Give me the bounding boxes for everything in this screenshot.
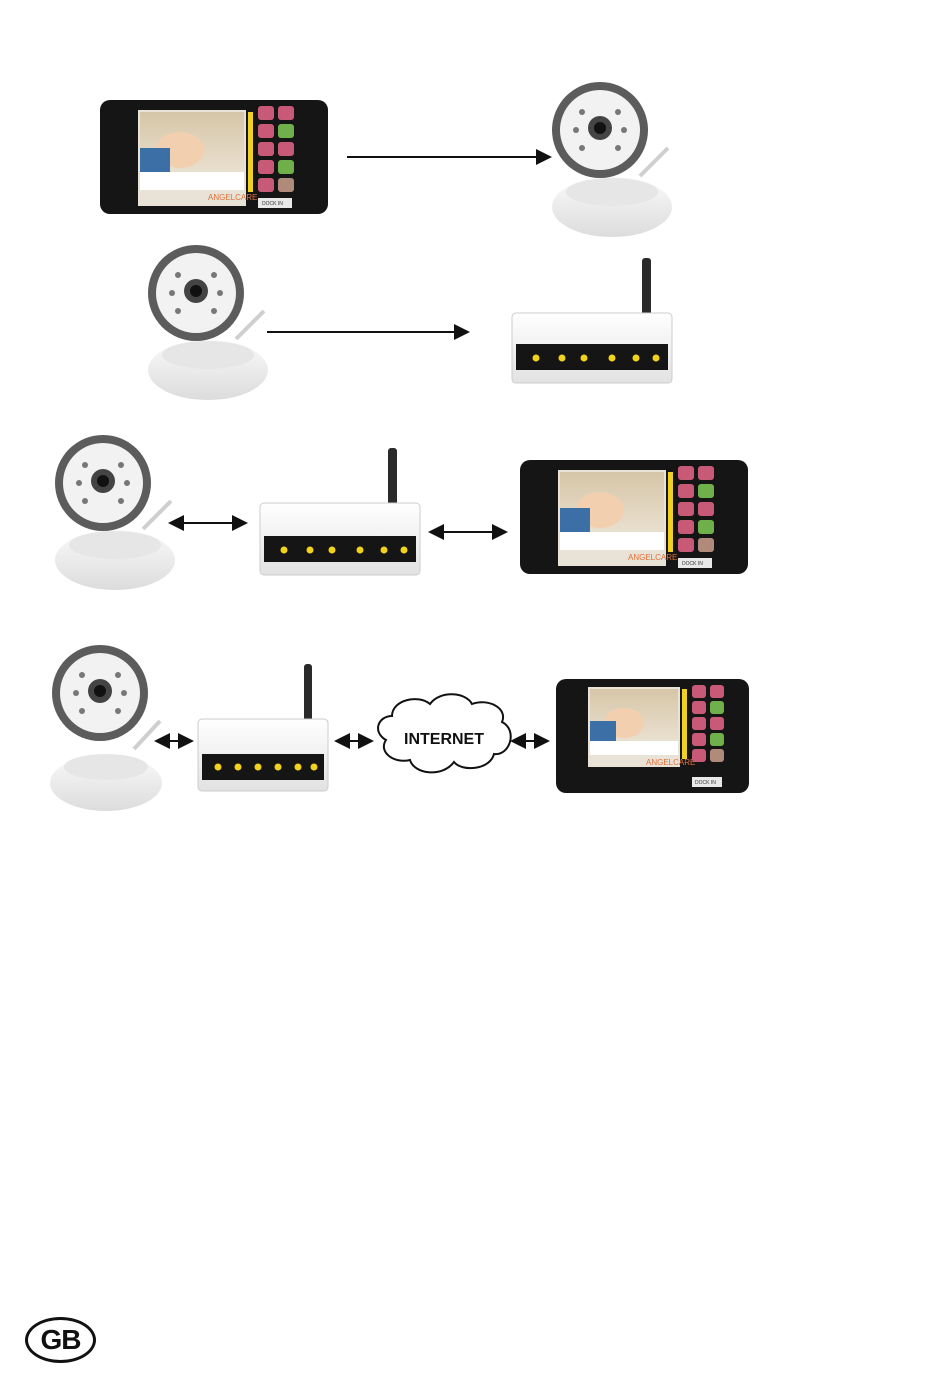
monitor-icon: ANGELCARE DOCK IN bbox=[100, 100, 328, 214]
cloud-icon: INTERNET bbox=[378, 694, 511, 772]
monitor-icon: ANGELCARE DOCK IN bbox=[556, 679, 749, 793]
router-icon bbox=[260, 448, 420, 575]
row-4: INTERNET ANGELCARE bbox=[50, 645, 749, 811]
dock-button-label: DOCK IN bbox=[695, 780, 716, 786]
camera-icon bbox=[50, 645, 162, 811]
router-icon bbox=[198, 664, 328, 791]
row-1: ANGELCARE DOCK IN bbox=[100, 82, 672, 237]
row-3: ANGELCARE DOCK IN bbox=[55, 435, 748, 590]
router-icon bbox=[512, 258, 672, 383]
monitor-brand-label: ANGELCARE bbox=[208, 193, 257, 202]
region-badge: GB bbox=[25, 1317, 96, 1363]
camera-icon bbox=[55, 435, 175, 590]
dock-button-label: DOCK IN bbox=[262, 201, 283, 207]
dock-button-label: DOCK IN bbox=[682, 561, 703, 567]
monitor-brand-label: ANGELCARE bbox=[628, 553, 677, 562]
row-2 bbox=[148, 245, 672, 400]
monitor-brand-label: ANGELCARE bbox=[646, 758, 695, 767]
camera-icon bbox=[148, 245, 268, 400]
camera-icon bbox=[552, 82, 672, 237]
internet-label: INTERNET bbox=[404, 731, 484, 748]
monitor-icon: ANGELCARE DOCK IN bbox=[520, 460, 748, 574]
